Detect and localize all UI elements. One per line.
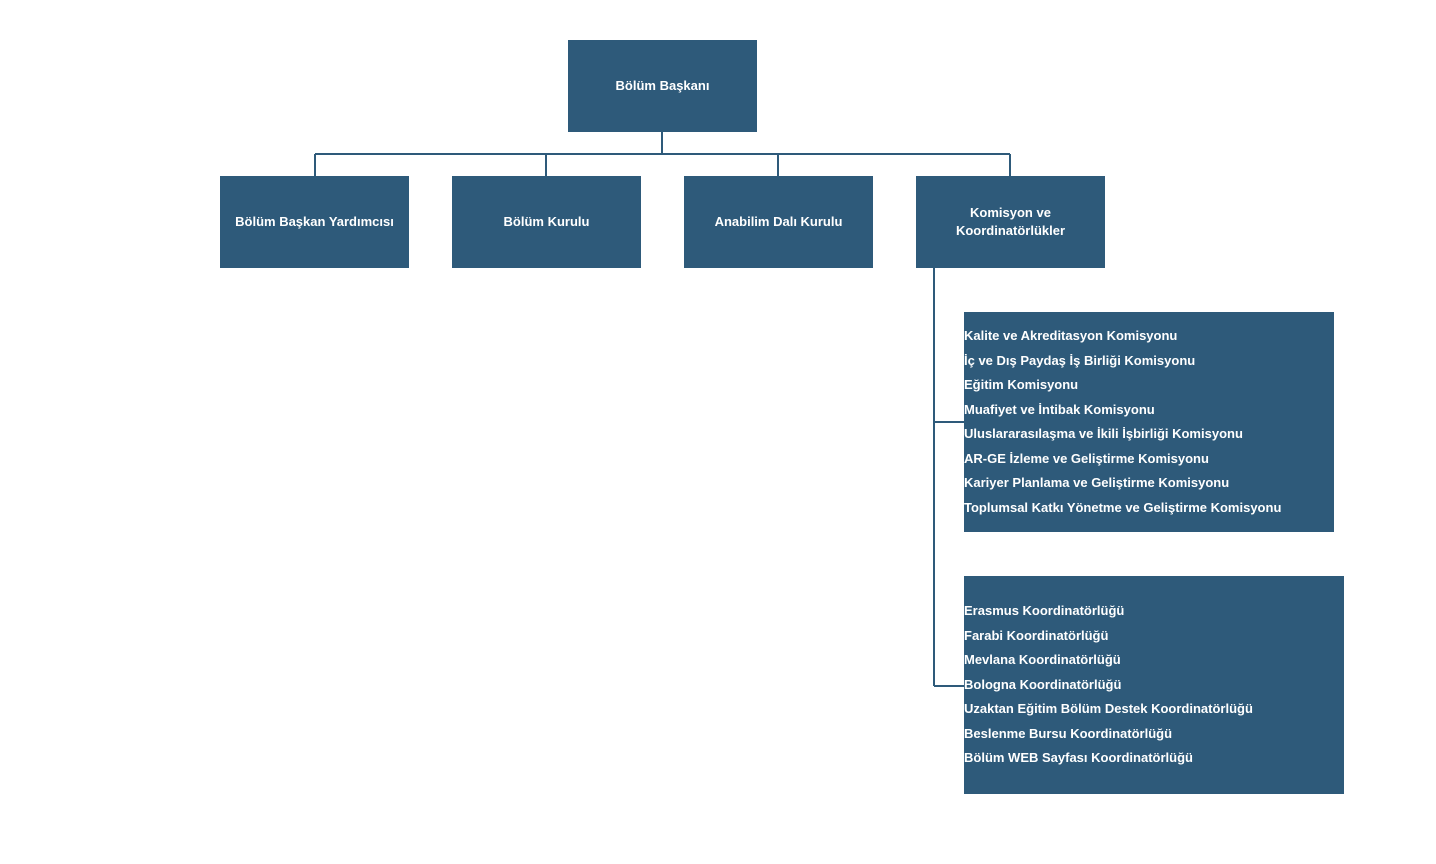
child-node-label: Anabilim Dalı Kurulu [714, 214, 843, 229]
list-item: Kariyer Planlama ve Geliştirme Komisyonu [964, 475, 1230, 490]
child-node-label: Bölüm Kurulu [503, 214, 590, 229]
child-node-label: Komisyon ve Koordinatörlükler [955, 205, 1066, 238]
list-item: Toplumsal Katkı Yönetme ve Geliştirme Ko… [964, 499, 1282, 515]
list-item: Bölüm WEB Sayfası Koordinatörlüğü [964, 750, 1193, 765]
child-node-label: Bölüm Başkan Yardımcısı [235, 214, 394, 229]
koordinatorlukler-list: Erasmus Koordinatörlüğü Farabi Koordinat… [964, 599, 1344, 771]
list-item: Uzaktan Eğitim Bölüm Destek Koordinatörl… [964, 701, 1253, 716]
list-item: İç ve Dış Paydaş İş Birliği Komisyonu [964, 352, 1196, 368]
child-node-anabilim-dali-kurulu: Anabilim Dalı Kurulu [684, 176, 873, 268]
root-node: Bölüm Başkanı [568, 40, 757, 132]
list-item: Bologna Koordinatörlüğü [964, 676, 1122, 692]
list-item: Beslenme Bursu Koordinatörlüğü [964, 725, 1173, 741]
root-node-label: Bölüm Başkanı [615, 78, 710, 93]
list-item: Kalite ve Akreditasyon Komisyonu [964, 328, 1178, 343]
list-item: Mevlana Koordinatörlüğü [964, 652, 1121, 667]
komisyonlar-box: Kalite ve Akreditasyon Komisyonu İç ve D… [964, 312, 1334, 532]
list-item: Erasmus Koordinatörlüğü [964, 603, 1125, 618]
child-node-komisyon-koordinatorlukler: Komisyon ve Koordinatörlükler [916, 176, 1105, 268]
list-item: Eğitim Komisyonu [964, 377, 1079, 392]
list-item: AR-GE İzleme ve Geliştirme Komisyonu [964, 450, 1209, 466]
list-item: Farabi Koordinatörlüğü [964, 627, 1109, 643]
list-item: Muafiyet ve İntibak Komisyonu [964, 401, 1155, 417]
child-node-baskan-yardimcisi: Bölüm Başkan Yardımcısı [220, 176, 409, 268]
child-node-bolum-kurulu: Bölüm Kurulu [452, 176, 641, 268]
koordinatorlukler-box: Erasmus Koordinatörlüğü Farabi Koordinat… [964, 576, 1344, 794]
komisyonlar-list: Kalite ve Akreditasyon Komisyonu İç ve D… [964, 324, 1334, 520]
list-item: Uluslararasılaşma ve İkili İşbirliği Kom… [964, 426, 1243, 441]
